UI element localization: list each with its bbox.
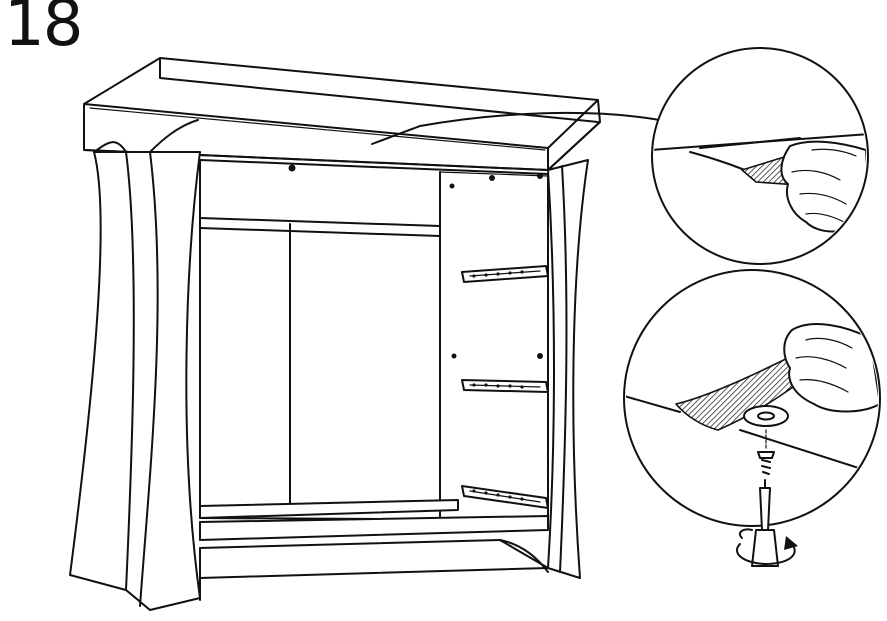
runner-bottom [461,485,549,509]
adhesive-pad-detail-icon [371,47,869,265]
runner-middle [461,379,549,393]
drawer-runners [461,265,549,509]
cabinet-right-side [547,159,589,579]
cabinet-base [199,499,549,601]
screw-icon [757,429,775,475]
screw-fixing-detail-icon [623,269,881,527]
cabinet-icon [69,57,601,611]
rotate-arrow-icon [736,528,798,565]
step-number: 18 [4,0,83,61]
cabinet-top [83,57,601,171]
cabinet-left-side [69,119,201,611]
cabinet-interior [199,159,549,521]
runner-top [461,265,549,283]
phillips-screwdriver-icon [751,479,779,567]
